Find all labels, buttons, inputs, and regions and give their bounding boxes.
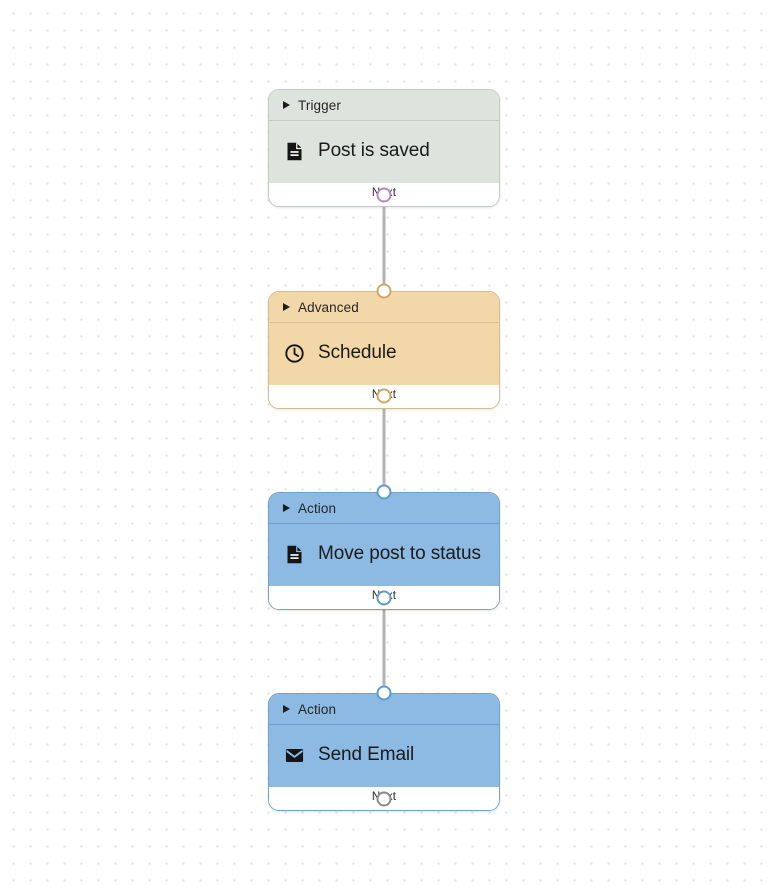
node-divider [269, 322, 499, 323]
document-icon [283, 544, 305, 566]
handle-email-in[interactable] [376, 685, 392, 701]
node-title: Move post to status [318, 543, 481, 565]
node-category-label: Advanced [298, 299, 359, 315]
workflow-node-send-email[interactable]: Action Send Email Next [268, 693, 500, 811]
handle-email-out[interactable] [376, 791, 392, 807]
node-header-send-email[interactable]: Action [269, 694, 499, 724]
envelope-icon [283, 745, 305, 767]
node-divider [269, 120, 499, 121]
node-body-advanced[interactable]: Schedule [269, 323, 499, 385]
node-title: Post is saved [318, 140, 430, 162]
node-body-send-email[interactable]: Send Email [269, 725, 499, 787]
handle-move-out[interactable] [376, 590, 392, 606]
node-body-move-post[interactable]: Move post to status [269, 524, 499, 586]
node-title: Send Email [318, 744, 415, 766]
handle-advanced-out[interactable] [376, 388, 392, 404]
node-category-label: Action [298, 701, 337, 717]
workflow-node-move-post[interactable]: Action Move post to status Next [268, 492, 500, 610]
node-category-label: Trigger [298, 97, 341, 113]
document-icon [283, 141, 305, 163]
handle-advanced-in[interactable] [376, 283, 392, 299]
chevron-right-icon[interactable] [283, 504, 290, 512]
node-divider [269, 523, 499, 524]
chevron-right-icon[interactable] [283, 705, 290, 713]
node-body-trigger[interactable]: Post is saved [269, 121, 499, 183]
node-divider [269, 724, 499, 725]
clock-icon [283, 343, 305, 365]
handle-trigger-out[interactable] [376, 187, 392, 203]
chevron-right-icon[interactable] [283, 303, 290, 311]
node-category-label: Action [298, 500, 337, 516]
node-header-trigger[interactable]: Trigger [269, 90, 499, 120]
node-title: Schedule [318, 342, 397, 364]
handle-move-in[interactable] [376, 484, 392, 500]
chevron-right-icon[interactable] [283, 101, 290, 109]
